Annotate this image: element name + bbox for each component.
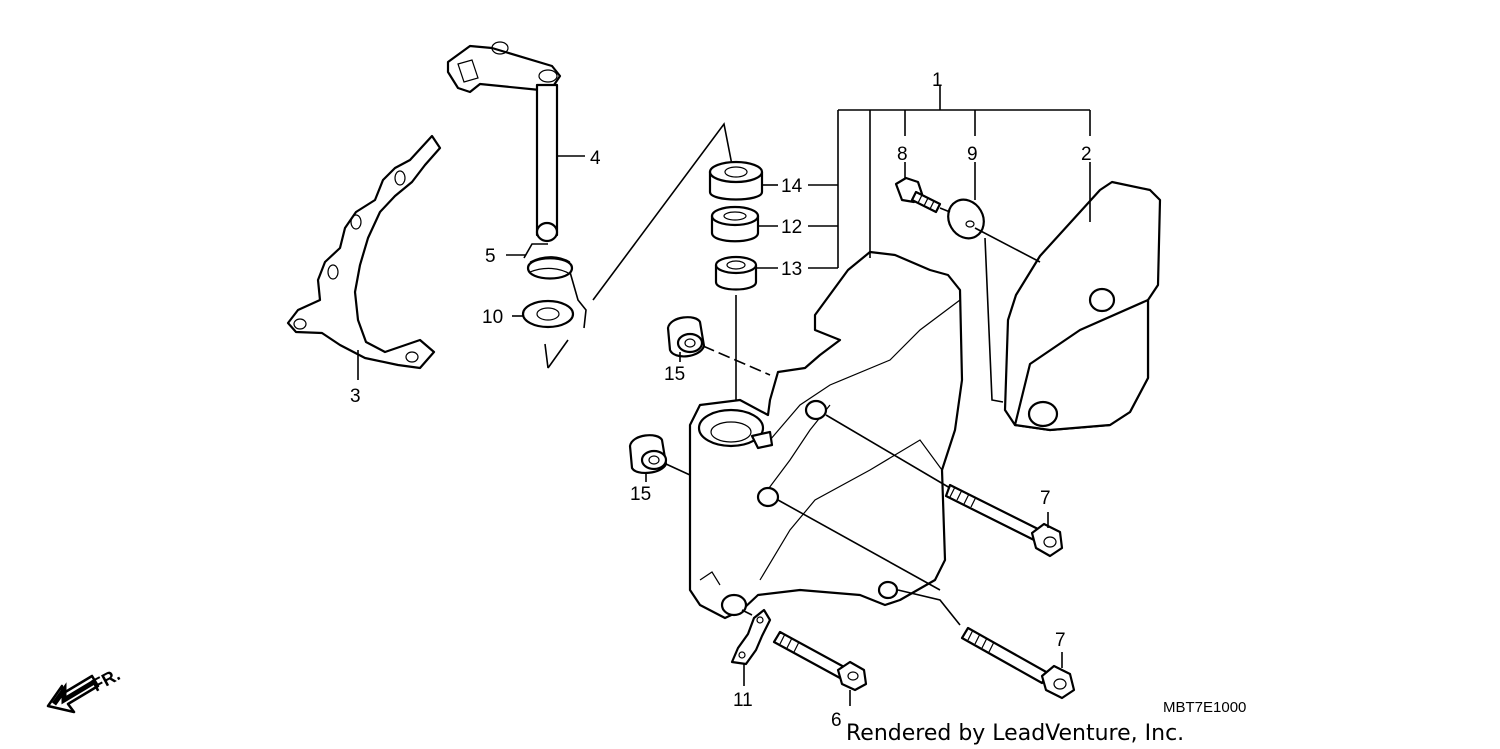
gasket-part-3[interactable] xyxy=(286,134,442,370)
callout-3: 3 xyxy=(350,386,361,407)
washer-part-9[interactable] xyxy=(941,193,990,245)
clamp-part-11[interactable] xyxy=(730,608,772,666)
cover-guide-lines xyxy=(939,207,1041,403)
callout-14: 14 xyxy=(781,176,803,197)
bearing-part-12[interactable] xyxy=(710,205,760,243)
callout-2: 2 xyxy=(1081,144,1092,165)
housing-part-1[interactable] xyxy=(688,250,964,620)
assembly-guide-lines xyxy=(544,122,733,369)
return-spring-part-5[interactable] xyxy=(523,243,587,329)
bolt-part-8[interactable] xyxy=(894,176,942,214)
callout-4: 4 xyxy=(590,148,601,169)
bearing-part-13[interactable] xyxy=(714,255,758,291)
callout-7-upper: 7 xyxy=(1040,488,1051,509)
callout-11: 11 xyxy=(733,690,753,711)
bolt-guide-lines xyxy=(741,414,961,626)
render-credit: Rendered by LeadVenture, Inc. xyxy=(846,721,1184,746)
bolt-part-7-upper[interactable] xyxy=(944,483,1064,558)
diagram-code: MBT7E1000 xyxy=(1163,699,1246,716)
callout-labels: 1 2 3 4 5 6 7 7 8 9 10 11 12 13 14 15 15 xyxy=(350,70,1092,731)
collar-part-15-upper[interactable] xyxy=(666,316,706,358)
callout-8: 8 xyxy=(897,144,908,165)
callout-10: 10 xyxy=(482,307,503,328)
callout-1: 1 xyxy=(932,70,943,91)
side-cover-part-2[interactable] xyxy=(1003,180,1162,432)
callout-9: 9 xyxy=(967,144,978,165)
callout-13: 13 xyxy=(781,259,802,280)
callout-5: 5 xyxy=(485,246,496,267)
dust-seal-part-14[interactable] xyxy=(708,160,764,201)
callout-leader-lines xyxy=(357,86,1091,706)
callout-6: 6 xyxy=(831,710,842,731)
direction-label: FR. xyxy=(88,664,123,695)
bolt-part-6[interactable] xyxy=(772,630,868,692)
callout-15-lower: 15 xyxy=(630,484,651,505)
callout-15-upper: 15 xyxy=(664,364,685,385)
collar-part-15-lower[interactable] xyxy=(628,434,668,474)
collar-guide-lines xyxy=(665,345,771,476)
callout-12: 12 xyxy=(781,217,802,238)
callout-7-lower: 7 xyxy=(1055,630,1066,651)
washer-part-10[interactable] xyxy=(521,299,575,329)
shift-arm-part-4[interactable] xyxy=(446,41,562,243)
front-direction-arrow-icon: FR. xyxy=(46,664,123,714)
bolt-part-7-lower[interactable] xyxy=(960,626,1076,700)
